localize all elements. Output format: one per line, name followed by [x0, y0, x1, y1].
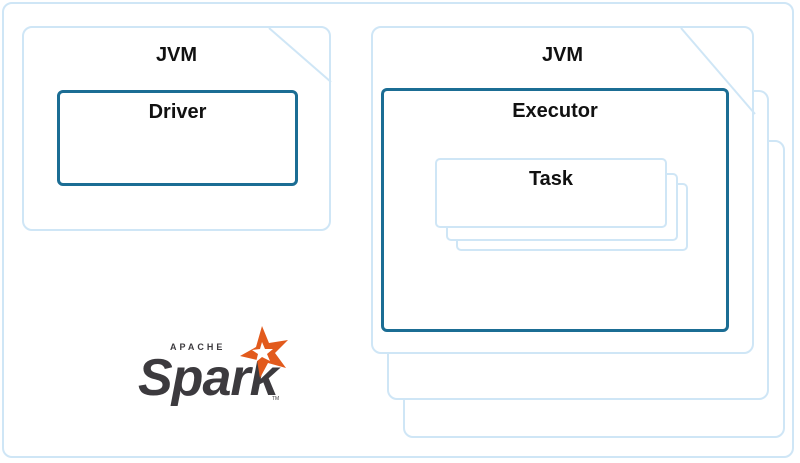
- driver-label: Driver: [148, 101, 207, 123]
- apache-spark-logo: APACHE Spark TM: [138, 322, 298, 412]
- jvm-title: JVM: [541, 44, 584, 66]
- driver-box: Driver: [57, 90, 298, 186]
- spark-star-icon: [240, 326, 288, 378]
- executor-jvm: JVM Executor Task: [371, 26, 756, 354]
- logo-apache-text: APACHE: [170, 342, 226, 352]
- page-fold-icon: [268, 27, 332, 83]
- driver-jvm: JVM Driver: [22, 26, 332, 231]
- page-fold-icon: [680, 27, 756, 115]
- task-card: Task: [435, 158, 667, 228]
- executor-box: Executor Task: [381, 88, 729, 332]
- jvm-title: JVM: [155, 44, 198, 66]
- task-label: Task: [528, 168, 574, 190]
- logo-tm-text: TM: [272, 396, 280, 402]
- executor-label: Executor: [512, 100, 598, 122]
